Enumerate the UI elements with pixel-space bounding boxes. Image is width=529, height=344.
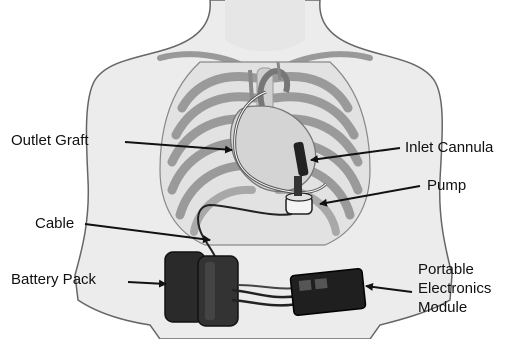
outlet-graft-label: Outlet Graft xyxy=(11,132,89,150)
module-label: Portable Electronics Module xyxy=(418,260,491,317)
module-label-line1: Portable xyxy=(418,260,491,279)
battery-pack xyxy=(165,252,238,326)
battery-pack-label: Battery Pack xyxy=(11,271,96,289)
pump-label: Pump xyxy=(427,177,466,195)
inlet-cannula-label: Inlet Cannula xyxy=(405,139,493,157)
module-label-line2: Electronics xyxy=(418,279,491,298)
neck xyxy=(225,0,305,51)
electronics-module xyxy=(290,268,366,315)
cable-label: Cable xyxy=(35,215,74,233)
module-label-line3: Module xyxy=(418,298,491,317)
